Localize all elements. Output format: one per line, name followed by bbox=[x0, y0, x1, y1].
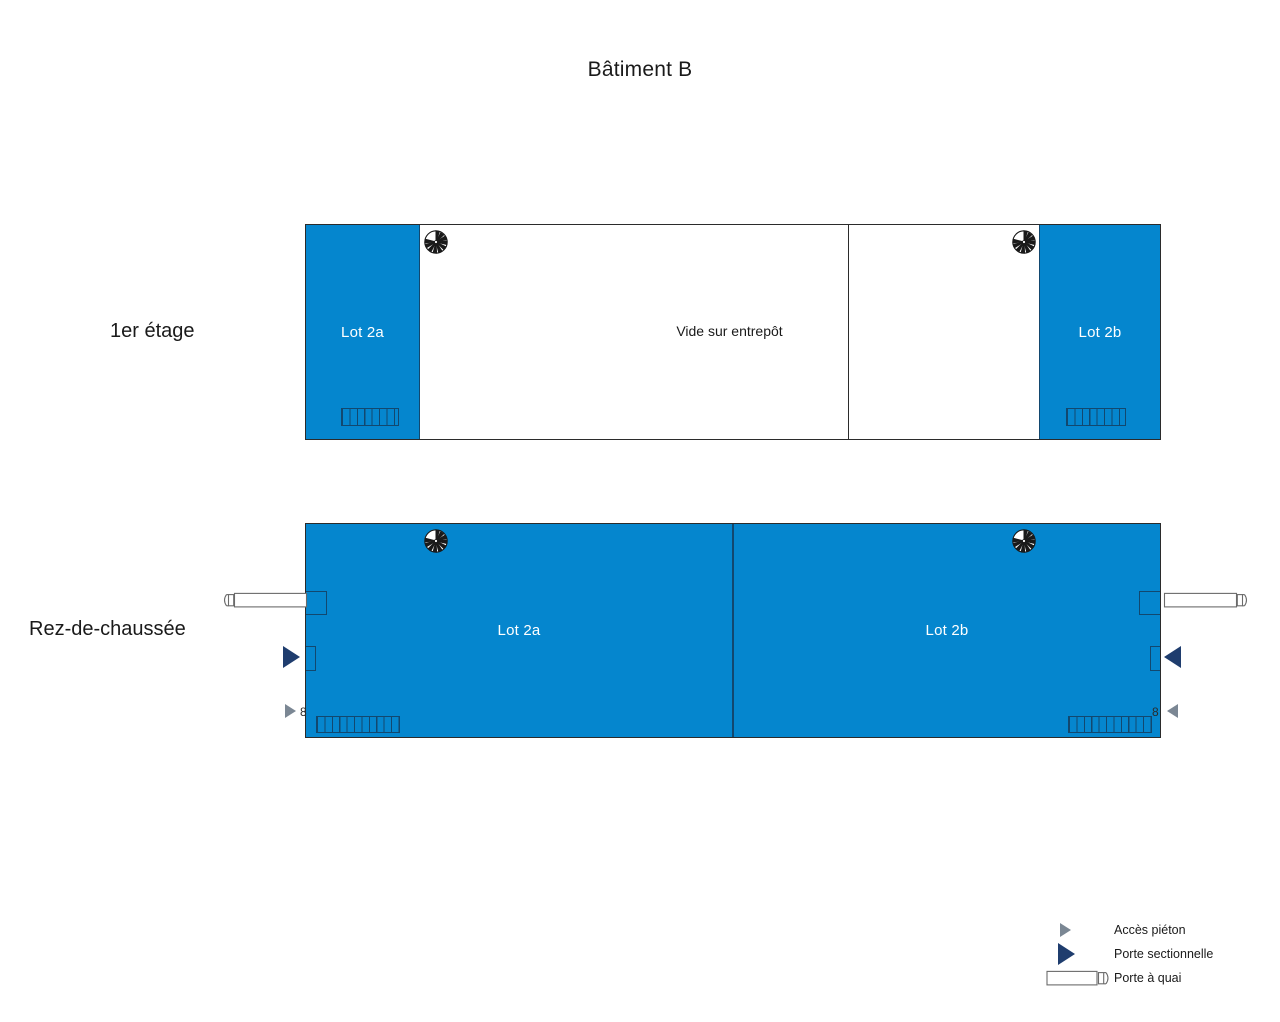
pedestrian-access-triangle-icon bbox=[1058, 918, 1114, 942]
void-over-warehouse-label: Vide sur entrepôt bbox=[676, 323, 783, 339]
dock-door-icon[interactable] bbox=[1158, 592, 1253, 609]
lot-block-2a-first-etage[interactable]: Lot 2a bbox=[305, 224, 420, 440]
pedestrian-access-marker[interactable] bbox=[285, 704, 296, 718]
lot-label-2a-first-etage: Lot 2a bbox=[341, 324, 384, 341]
spiral-staircase-icon bbox=[1011, 528, 1037, 554]
edge-mark-east: 8 bbox=[1152, 705, 1159, 719]
staircase-icon bbox=[341, 408, 399, 426]
floor-plan-rez-de-chaussee: Lot 2a Lot 2b bbox=[305, 523, 1161, 738]
sectional-door-marker[interactable] bbox=[1164, 646, 1181, 668]
void-divider-line bbox=[848, 224, 850, 440]
floor-plan-first-etage: Vide sur entrepôt Lot 2a Lot 2b bbox=[305, 224, 1161, 440]
spiral-staircase-icon bbox=[423, 229, 449, 255]
dock-door-icon[interactable] bbox=[218, 592, 308, 609]
building-outline-rez-de-chaussee bbox=[305, 523, 1161, 738]
void-over-warehouse-area: Vide sur entrepôt bbox=[420, 224, 1039, 440]
building-outline-first-etage bbox=[305, 224, 1161, 440]
staircase-icon bbox=[316, 716, 400, 733]
floor-label-first-etage: 1er étage bbox=[110, 320, 195, 342]
lot-block-2a-rez-de-chaussee[interactable]: Lot 2a bbox=[305, 523, 733, 738]
lot-label-2b-rez-de-chaussee: Lot 2b bbox=[925, 622, 969, 639]
sectional-door-triangle-icon bbox=[1058, 942, 1114, 966]
staircase-icon bbox=[1066, 408, 1126, 426]
dock-door-icon bbox=[1046, 966, 1114, 990]
staircase-icon bbox=[1068, 716, 1152, 733]
lot-label-2b-first-etage: Lot 2b bbox=[1078, 324, 1122, 341]
legend-label-dock-door: Porte à quai bbox=[1114, 971, 1182, 985]
page-title: Bâtiment B bbox=[587, 58, 693, 81]
lot-divider-line bbox=[732, 523, 734, 738]
legend-label-pedestrian-access: Accès piéton bbox=[1114, 923, 1186, 937]
legend: Accès piéton Porte sectionnelle Porte à … bbox=[1046, 918, 1268, 990]
lot-label-2a-rez-de-chaussee: Lot 2a bbox=[497, 622, 541, 639]
legend-label-sectional-door: Porte sectionnelle bbox=[1114, 947, 1214, 961]
spiral-staircase-icon bbox=[1011, 229, 1037, 255]
legend-item-pedestrian-access: Accès piéton bbox=[1058, 918, 1268, 942]
legend-item-dock-door: Porte à quai bbox=[1046, 966, 1268, 990]
edge-mark-west: 8 bbox=[300, 705, 307, 719]
legend-item-sectional-door: Porte sectionnelle bbox=[1058, 942, 1268, 966]
pedestrian-access-marker[interactable] bbox=[1167, 704, 1178, 718]
spiral-staircase-icon bbox=[423, 528, 449, 554]
floor-label-rez-de-chaussee: Rez-de-chaussée bbox=[29, 618, 186, 640]
sectional-door-marker[interactable] bbox=[283, 646, 300, 668]
